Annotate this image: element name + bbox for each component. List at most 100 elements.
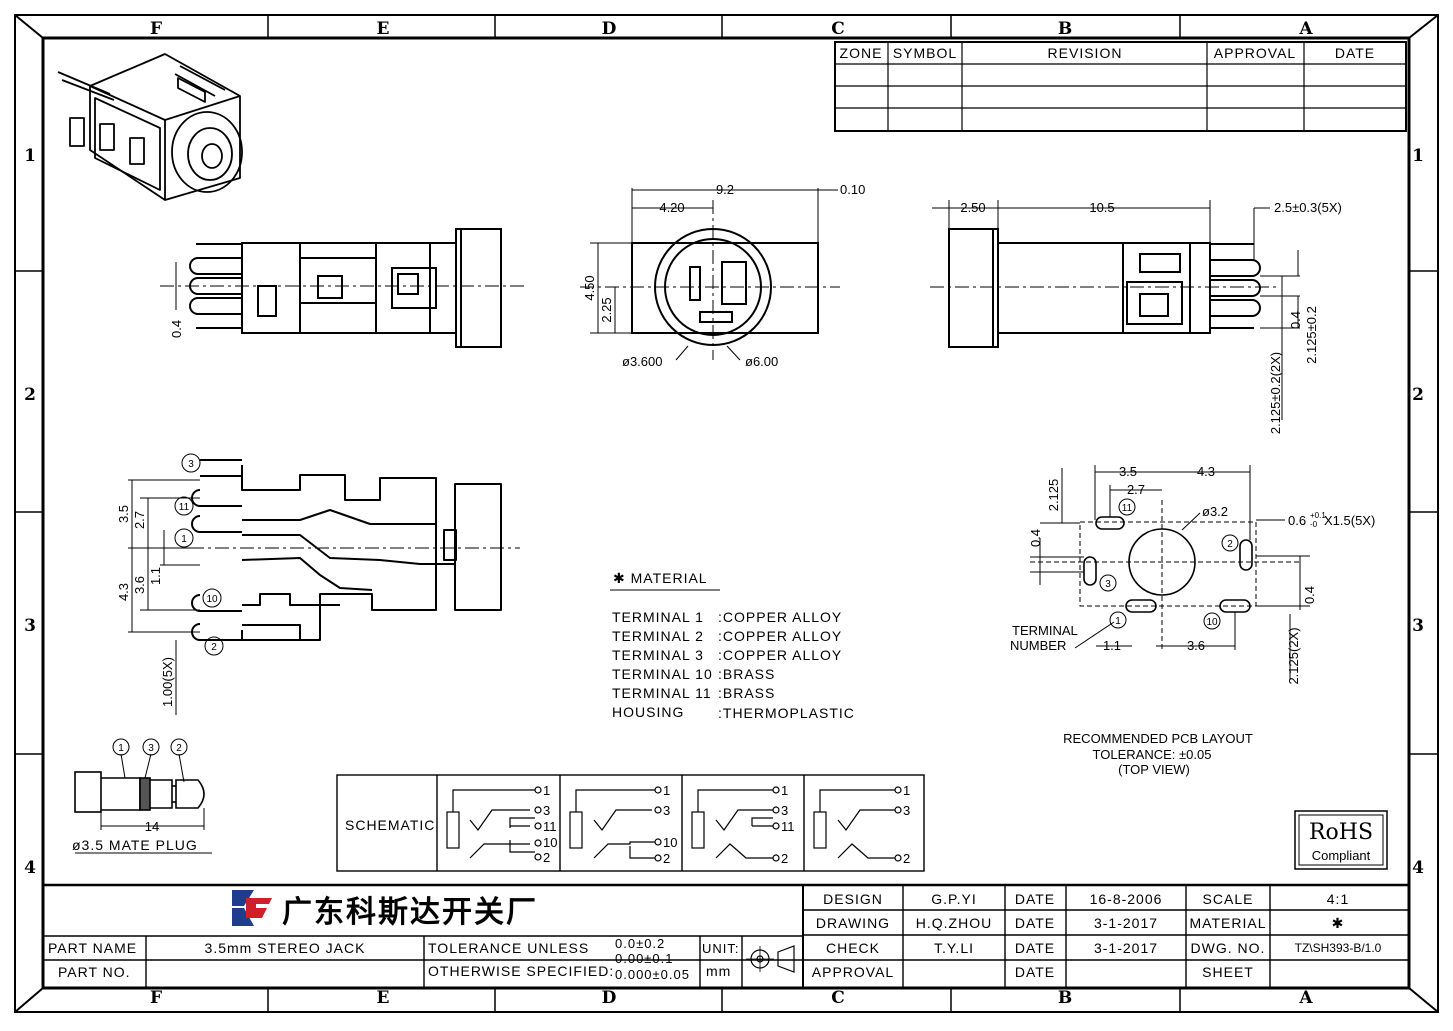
zone-row-label: 3 bbox=[24, 616, 36, 636]
terminal-callouts: 3 11 1 10 2 bbox=[174, 453, 224, 656]
zone-col-label: E bbox=[377, 988, 390, 1008]
drawer-name: H.Q.ZHOU bbox=[916, 915, 992, 931]
schematic-pin: 1 bbox=[543, 783, 550, 798]
terminal-number: 1 bbox=[118, 743, 124, 754]
rohs-mark: RoHS Compliant bbox=[1294, 810, 1388, 870]
side-view-right: 2.50 10.5 2.5±0.3(5X) 0.4 2.125±0.2 2.12… bbox=[930, 200, 1342, 434]
material-part: TERMINAL 11 bbox=[612, 685, 712, 701]
dim-text: 4.3 bbox=[116, 583, 131, 601]
schematic-pin: 1 bbox=[781, 783, 788, 798]
tolerance-line: TOLERANCE UNLESS bbox=[428, 940, 589, 956]
dim-text: 4.20 bbox=[659, 200, 684, 215]
terminal-number: 2 bbox=[1227, 539, 1233, 550]
dim-text: +0.1 bbox=[1310, 511, 1326, 520]
pcb-caption: RECOMMENDED PCB LAYOUT bbox=[1063, 731, 1253, 746]
revision-header: DATE bbox=[1335, 45, 1375, 61]
schematic-pin: 2 bbox=[903, 851, 910, 866]
dim-text: 1.00(5X) bbox=[160, 657, 175, 707]
material-value: :COPPER ALLOY bbox=[718, 628, 842, 644]
schematic-symbol-b: 1 3 10 2 bbox=[569, 783, 677, 866]
tolerance-value: 0.00±0.1 bbox=[615, 951, 674, 966]
terminal-label: NUMBER bbox=[1010, 638, 1066, 653]
terminal-number: 10 bbox=[206, 594, 218, 605]
revision-header: SYMBOL bbox=[893, 45, 957, 61]
zone-col-label: A bbox=[1298, 19, 1313, 39]
zone-col-label: B bbox=[1058, 19, 1072, 39]
isometric-view bbox=[57, 53, 243, 201]
sheet-frame bbox=[14, 14, 1439, 1013]
schematic-symbol-c: 1 3 11 2 bbox=[691, 783, 795, 866]
schematic-strip: SCHEMATIC 1 3 11 10 2 bbox=[336, 774, 925, 872]
schematic-pin: 1 bbox=[663, 783, 670, 798]
zone-row-label: 1 bbox=[24, 146, 36, 166]
terminal-number: 11 bbox=[179, 502, 190, 513]
dwg-no-value: TZ\SH393-B/1.0 bbox=[1295, 941, 1382, 955]
checker-name: T.Y.LI bbox=[934, 940, 974, 956]
date-label: DATE bbox=[1015, 964, 1055, 980]
rohs-subtitle: Compliant bbox=[1312, 848, 1371, 863]
dim-text: 3.5 bbox=[116, 505, 131, 523]
pcb-caption: (TOP VIEW) bbox=[1118, 762, 1190, 777]
dim-text: 1.1 bbox=[1103, 638, 1121, 653]
material-heading: ✱ MATERIAL bbox=[613, 570, 708, 586]
title-block: 广东科斯达开关厂 PART NAME 3.5mm STEREO JACK PAR… bbox=[43, 883, 1409, 988]
schematic-pin: 2 bbox=[543, 850, 550, 865]
part-name-label: PART NAME bbox=[48, 940, 137, 956]
zone-col-label: C bbox=[831, 988, 845, 1008]
zone-row-label: 3 bbox=[1412, 616, 1424, 636]
schematic-pin: 10 bbox=[543, 835, 557, 850]
material-value: :BRASS bbox=[718, 666, 775, 682]
rohs-title: RoHS bbox=[1309, 820, 1373, 845]
company-logo bbox=[232, 890, 272, 926]
sectional-view: 3.5 2.7 1.1 3.6 4.3 1.00(5X) 3 11 1 10 2 bbox=[116, 453, 520, 715]
zone-row-label: 4 bbox=[1412, 858, 1424, 878]
material-label: MATERIAL bbox=[1190, 915, 1267, 931]
terminal-number: 10 bbox=[1206, 617, 1218, 628]
date-label: DATE bbox=[1015, 891, 1055, 907]
zone-row-label: 2 bbox=[24, 385, 36, 405]
tolerance-value: 0.0±0.2 bbox=[615, 936, 665, 951]
dim-text: 2.7 bbox=[1127, 482, 1145, 497]
dim-text: X1.5(5X) bbox=[1324, 513, 1375, 528]
scale-label: SCALE bbox=[1203, 891, 1254, 907]
zone-row-label: 2 bbox=[1412, 385, 1424, 405]
zone-col-label: A bbox=[1298, 988, 1313, 1008]
dim-text: 2.50 bbox=[960, 200, 985, 215]
terminal-number: 1 bbox=[181, 534, 187, 545]
dim-text: 1.1 bbox=[148, 567, 163, 585]
unit-value: mm bbox=[706, 963, 731, 979]
unit-label: UNIT: bbox=[702, 941, 740, 956]
dim-text: 2.125(2X) bbox=[1286, 627, 1301, 684]
material-part: HOUSING bbox=[612, 704, 684, 720]
mate-plug: 1 3 2 14 ø3.5 MATE PLUG bbox=[72, 738, 212, 854]
dim-text: 2.125 bbox=[1046, 479, 1061, 512]
terminal-number: 3 bbox=[148, 743, 154, 754]
date-label: DATE bbox=[1015, 940, 1055, 956]
schematic-pin: 2 bbox=[663, 851, 670, 866]
part-name-value: 3.5mm STEREO JACK bbox=[205, 940, 366, 956]
schematic-pin: 2 bbox=[781, 851, 788, 866]
dim-text: 0.4 bbox=[1028, 529, 1043, 547]
material-value: ✱ bbox=[1332, 915, 1345, 931]
schematic-pin: 10 bbox=[663, 835, 677, 850]
date-label: DATE bbox=[1015, 915, 1055, 931]
dim-text: 2.7 bbox=[132, 511, 147, 529]
dim-text: 10.5 bbox=[1089, 200, 1114, 215]
zone-ticks bbox=[15, 15, 1438, 1012]
dim-text: 3.5 bbox=[1119, 464, 1137, 479]
schematic-symbol-a: 1 3 11 10 2 bbox=[446, 783, 557, 865]
dwg-no-label: DWG. NO. bbox=[1191, 940, 1266, 956]
material-value: :COPPER ALLOY bbox=[718, 647, 842, 663]
part-no-label: PART NO. bbox=[58, 964, 131, 980]
dim-text: 0.6 bbox=[1288, 513, 1306, 528]
side-view-left: 0.4 bbox=[160, 228, 528, 348]
dim-text: 9.2 bbox=[716, 182, 734, 197]
pcb-terminal-callouts: 11 2 3 10 1 bbox=[1099, 498, 1239, 630]
zone-col-label: D bbox=[602, 988, 617, 1008]
schematic-pin: 11 bbox=[781, 819, 795, 834]
terminal-label: TERMINAL bbox=[1012, 623, 1078, 638]
zone-col-label: F bbox=[150, 988, 162, 1008]
date-value: 3-1-2017 bbox=[1094, 915, 1158, 931]
sheet-label: SHEET bbox=[1202, 964, 1254, 980]
